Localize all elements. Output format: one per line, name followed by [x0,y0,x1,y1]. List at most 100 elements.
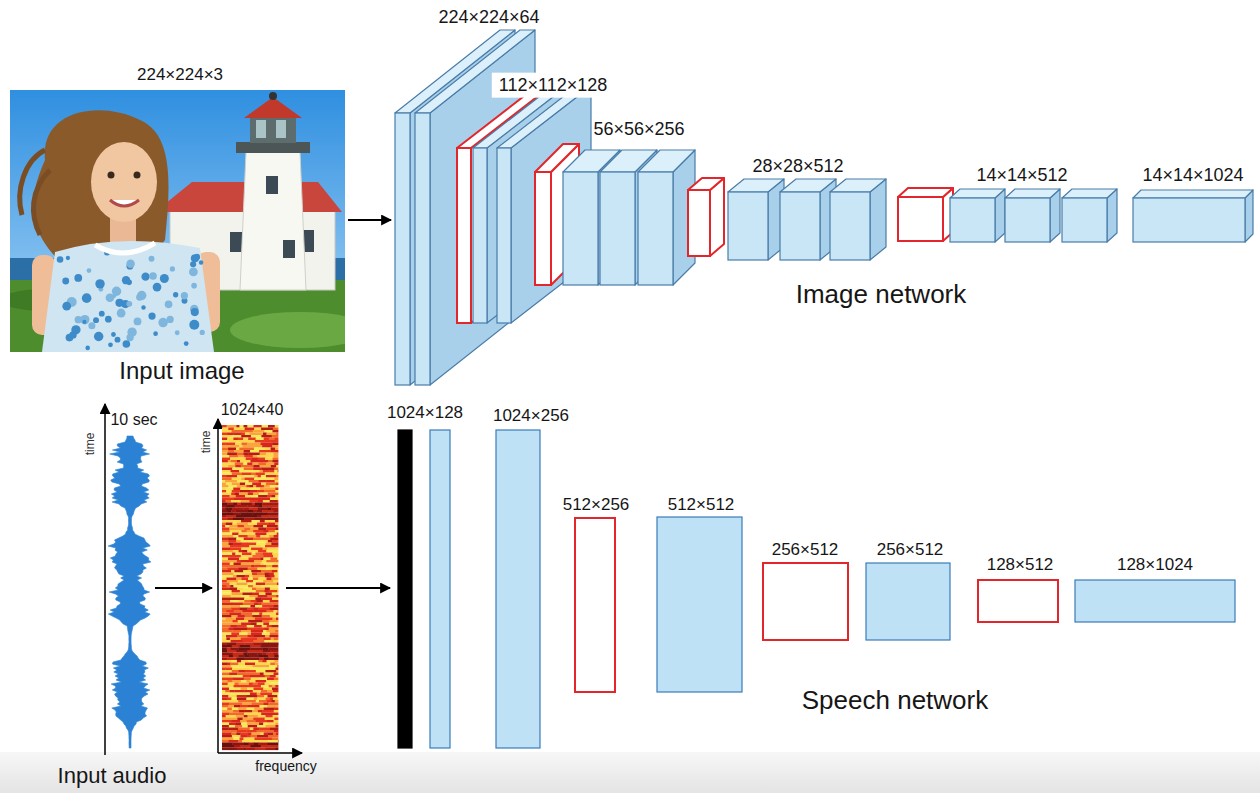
spectrogram-cell [222,610,227,613]
spectrogram-cell [236,540,241,543]
spectrogram-cell [241,638,253,641]
spectrogram-cell [238,533,247,536]
spectrogram-cell [240,733,248,736]
spectrogram-cell [260,680,267,683]
spectrogram-cell [242,543,248,546]
spectrogram-cell [227,518,233,521]
photo-dress-dot [88,322,95,329]
spectrogram-cell [255,598,261,601]
spectrogram-cell [232,603,243,606]
spectrogram-cell [251,733,260,736]
spectrogram-cell [236,723,241,726]
spectrogram-cell [222,708,228,711]
spectrogram-cell [245,575,250,578]
spectrogram-cell [222,660,232,663]
photo-dress-dot [80,315,89,324]
spectrogram-cell [272,688,278,691]
spectrogram-cell [267,678,274,681]
spectrogram-cell [251,458,255,461]
spectrogram-cell [244,643,254,646]
spectrogram-cell [234,570,243,573]
layer-dimension: 512×512 [668,495,735,515]
spectrogram-cell [272,565,278,568]
spectrogram-cell [231,748,237,751]
spectrogram-cell [251,565,255,568]
spectrogram-cell [257,490,265,493]
spectrogram-cell [261,713,271,716]
spectrogram-cell [274,720,279,723]
spectrogram-cell [229,723,236,726]
spectrogram-cell [228,683,235,686]
spectrogram-cell [251,600,257,603]
spectrogram-cell [236,703,243,706]
spectrogram-cell [244,468,254,471]
spectrogram-cell [247,510,253,513]
spectrogram-cell [222,538,229,541]
spectrogram-cell [243,570,251,573]
spectrogram-cell [266,630,275,633]
spectrogram-cell [237,730,247,733]
spectrogram-cell [272,685,276,688]
spectrogram-cell [246,748,255,751]
photo-dress-dot [108,342,113,347]
spectrogram-cell [232,645,240,648]
spectrogram-cell [266,653,274,656]
spectrogram-cell [256,588,265,591]
spectrogram-cell [236,643,245,646]
layer-front [1005,198,1050,242]
photo-dress-dot [149,272,157,280]
spectrogram-cell [261,563,265,566]
spectrogram-cell [267,700,272,703]
spectrogram-cell [228,460,232,463]
spectrogram-cell [261,475,266,478]
spectrogram-cell [248,620,258,623]
spectrogram-cell [230,583,237,586]
spectrogram-cell [247,425,254,428]
spectrogram-cell [265,588,270,591]
layer-dimension: 28×28×512 [752,156,843,177]
spectrogram-cell [253,640,264,643]
spectrogram-cell [267,723,275,726]
spectrogram-cell [269,745,278,748]
axis-label: time [200,431,214,454]
spectrogram-cell [246,485,250,488]
spectrogram-cell [270,683,278,686]
spectrogram-cell [230,710,233,713]
spectrogram-cell [266,565,272,568]
spectrogram-cell [254,603,258,606]
spectrogram-cell [234,690,244,693]
spectrogram-cell [222,440,229,443]
spectrogram-cell [239,448,246,451]
conv-layer [657,517,742,692]
input-layer [398,430,412,748]
spectrogram-cell [222,550,233,553]
photo-dress-dot [62,278,69,285]
spectrogram-cell [241,503,252,506]
spectrogram-cell [247,705,259,708]
spectrogram-cell [230,663,238,666]
spectrogram-cell [222,453,228,456]
speech-network [398,430,1235,748]
spectrogram-cell [228,705,234,708]
spectrogram-cell [269,523,276,526]
spectrogram-cell [252,700,256,703]
spectrogram-cell [253,690,262,693]
spectrogram-cell [261,610,267,613]
spectrogram-cell [248,633,252,636]
spectrogram-cell [248,493,254,496]
photo-dress-dot [173,292,178,297]
spectrogram-cell [239,425,243,428]
spectrogram-cell [259,493,268,496]
spectrogram-cell [261,685,269,688]
spectrogram-cell [253,638,258,641]
spectrogram-cell [276,738,279,741]
spectrogram-cell [276,668,279,671]
spectrogram-cell [272,430,278,433]
spectrogram-cell [264,658,268,661]
spectrogram-cell [229,725,236,728]
spectrogram-cell [239,693,251,696]
spectrogram-cell [274,605,279,608]
spectrogram-cell [266,725,276,728]
spectrogram-cell [263,688,272,691]
spectrogram-cell [265,570,272,573]
